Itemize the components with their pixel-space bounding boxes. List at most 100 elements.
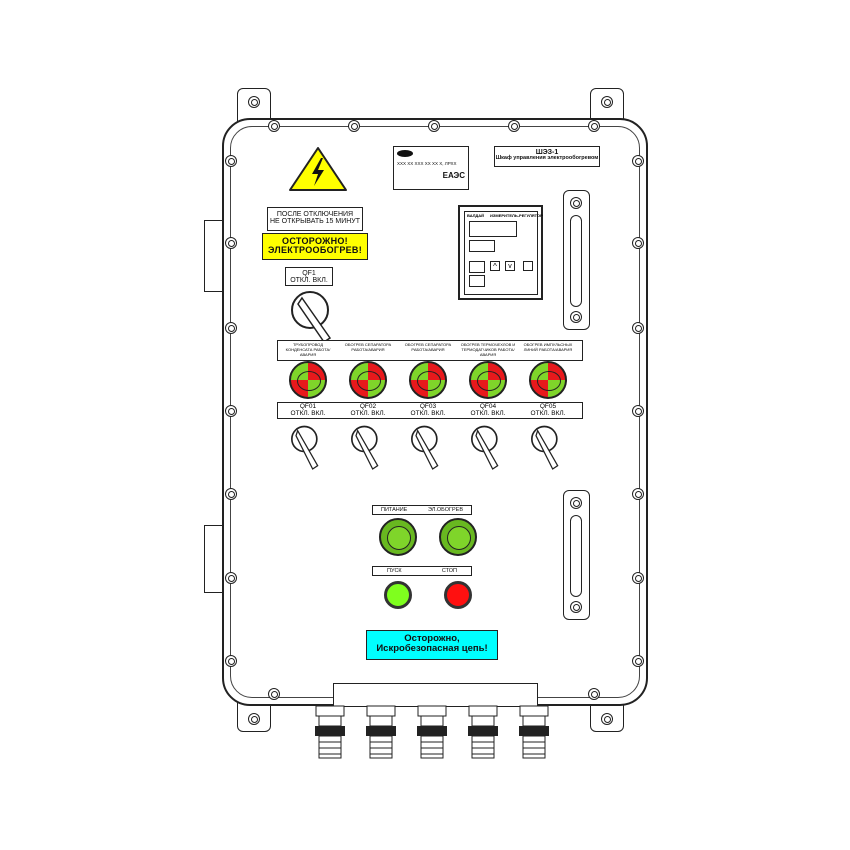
warning-plate: ПОСЛЕ ОТКЛЮЧЕНИЯ НЕ ОТКРЫВАТЬ 15 МИНУТ [267, 207, 363, 231]
breaker-name: QF05 [539, 403, 557, 410]
warning-plate-line1: ПОСЛЕ ОТКЛЮЧЕНИЯ [276, 211, 354, 218]
cover-bolt [632, 655, 644, 667]
cable-gland [417, 705, 447, 759]
caution-plate-line1: ОСТОРОЖНО! [282, 236, 348, 246]
indicator-label: ОБОГРЕВ СЕПАРАТОРА РАБОТА/АВАРИЯ [344, 342, 392, 352]
up-button[interactable]: ^ [490, 261, 500, 271]
status-indicator-lamp [529, 361, 567, 399]
breaker-states: ОТКЛ. ВКЛ. [470, 410, 506, 417]
breaker-states: ОТКЛ. ВКЛ. [350, 410, 386, 417]
start-label: ПУСК [387, 568, 402, 574]
intrinsic-plate-line1: Осторожно, [404, 633, 460, 644]
title-plate-name: Шкаф управления электрообогревом [495, 155, 599, 162]
down-button[interactable]: v [505, 261, 515, 271]
main-switch-handle[interactable] [288, 290, 338, 346]
heating-lamp [439, 518, 477, 556]
cover-bolt [632, 488, 644, 500]
cover-bolt [588, 120, 600, 132]
cover-bolt [225, 488, 237, 500]
nameplate-serial: XXX XX XXX XX XX X, ЛРХХ [397, 160, 457, 166]
status-indicator-lamp [349, 361, 387, 399]
cover-bolt [632, 405, 644, 417]
cover-bolt [225, 155, 237, 167]
caution-plate-line2: ЭЛЕКТРООБОГРЕВ! [267, 245, 363, 256]
mount-hole [601, 96, 613, 108]
breaker-switch-handle[interactable] [288, 424, 324, 474]
status-indicator-lamp [469, 361, 507, 399]
breaker-name: QF01 [299, 403, 317, 410]
logo-icon [397, 150, 413, 157]
nameplate-mark: ЕАЭС [442, 171, 465, 181]
breaker-states: ОТКЛ. ВКЛ. [290, 410, 326, 417]
main-switch-label: QF1 ОТКЛ. ВКЛ. [285, 267, 333, 286]
status-lamp-strip: ПИТАНИЕ ЭЛ.ОБОГРЕВ [372, 505, 472, 515]
cable-gland [519, 705, 549, 759]
door-handle-top[interactable] [563, 190, 590, 330]
breaker-states: ОТКЛ. ВКЛ. [410, 410, 446, 417]
power-label: ПИТАНИЕ [381, 507, 408, 513]
breaker-switch-handle[interactable] [408, 424, 444, 474]
hinge-top [204, 220, 224, 292]
mount-hole [248, 713, 260, 725]
breaker-states: ОТКЛ. ВКЛ. [530, 410, 566, 417]
warning-plate-line2: НЕ ОТКРЫВАТЬ 15 МИНУТ [269, 218, 361, 226]
title-plate: ШЭЗ-1 Шкаф управления электрообогревом [494, 146, 600, 167]
intrinsic-plate-line2: Искробезопасная цепь! [376, 642, 488, 654]
indicator-label: ТРУБОПРОВОД КОНДЕНСАТА РАБОТА/АВАРИЯ [285, 342, 331, 357]
breaker-label-strip [277, 402, 583, 419]
intrinsic-safety-plate: Осторожно, Искробезопасная цепь! [366, 630, 498, 660]
main-switch-states: ОТКЛ. ВКЛ. [290, 277, 328, 285]
stop-label: СТОП [441, 568, 457, 574]
indicator-label: ОБОГРЕВ СЕПАРАТОРА РАБОТА/АВАРИЯ [404, 342, 452, 352]
indicator-label-strip [277, 340, 583, 361]
caution-plate: ОСТОРОЖНО! ЭЛЕКТРООБОГРЕВ! [262, 233, 368, 260]
cover-bolt [632, 237, 644, 249]
cover-bolt [348, 120, 360, 132]
heating-label: ЭЛ.ОБОГРЕВ [428, 507, 463, 513]
controller-brand: ВАЛДАЙ [467, 213, 485, 218]
manufacturer-nameplate: XXX XX XXX XX XX X, ЛРХХ ЕАЭС [393, 146, 469, 190]
cover-bolt [225, 655, 237, 667]
breaker-name: QF03 [419, 403, 437, 410]
breaker-switch-handle[interactable] [528, 424, 564, 474]
power-lamp [379, 518, 417, 556]
mount-hole [248, 96, 260, 108]
cover-bolt [632, 572, 644, 584]
cover-bolt [225, 322, 237, 334]
status-indicator-lamp [409, 361, 447, 399]
cable-gland [315, 705, 345, 759]
high-voltage-warning-icon [289, 147, 347, 191]
indicator-label: ОБОГРЕВ ИМПУЛЬСНЫХ ЛИНИЙ РАБОТА/АВАРИЯ [523, 342, 573, 352]
main-switch-name: QF1 [302, 270, 316, 277]
cover-bolt [225, 237, 237, 249]
title-plate-code: ШЭЗ-1 [535, 149, 559, 156]
door-handle-bottom[interactable] [563, 490, 590, 620]
cover-bolt [225, 572, 237, 584]
start-button[interactable] [384, 581, 412, 609]
cover-bolt [632, 322, 644, 334]
cover-bolt [268, 688, 280, 700]
temperature-controller[interactable]: ВАЛДАЙ ИЗМЕРИТЕЛЬ-РЕГУЛЯТОР ^ v [458, 205, 543, 300]
hinge-bottom [204, 525, 224, 593]
breaker-switch-handle[interactable] [348, 424, 384, 474]
controller-model: ИЗМЕРИТЕЛЬ-РЕГУЛЯТОР [490, 213, 543, 218]
breaker-name: QF02 [359, 403, 377, 410]
cable-gland [468, 705, 498, 759]
cover-bolt [632, 155, 644, 167]
cable-gland [366, 705, 396, 759]
status-indicator-lamp [289, 361, 327, 399]
cover-bolt [588, 688, 600, 700]
mount-hole [601, 713, 613, 725]
enter-button[interactable] [523, 261, 533, 271]
cover-bolt [428, 120, 440, 132]
breaker-name: QF04 [479, 403, 497, 410]
controller-display-secondary [469, 240, 495, 252]
cover-bolt [508, 120, 520, 132]
cover-bolt [225, 405, 237, 417]
stop-button[interactable] [444, 581, 472, 609]
cover-bolt [268, 120, 280, 132]
controller-display-main [469, 221, 517, 237]
indicator-label: ОБОГРЕВ ТЕРМОЧЕХЛОВ И ТЕРМОДАТЧИКОВ РАБО… [460, 342, 516, 357]
breaker-switch-handle[interactable] [468, 424, 504, 474]
button-label-strip: ПУСК СТОП [372, 566, 472, 576]
